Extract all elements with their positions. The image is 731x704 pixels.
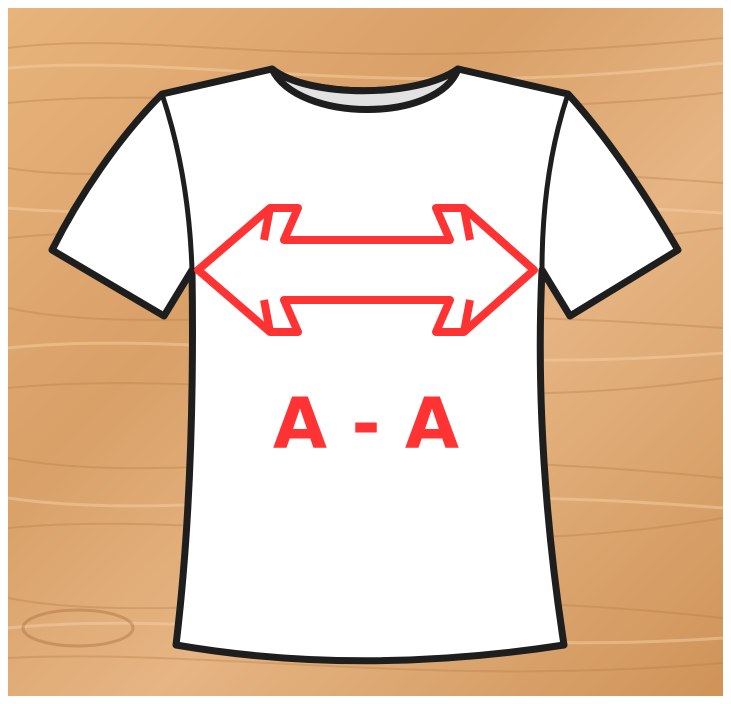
measure-label: A - A	[273, 383, 459, 465]
tshirt-diagram: A - A	[8, 8, 723, 696]
wood-background-frame: A - A	[8, 8, 723, 696]
